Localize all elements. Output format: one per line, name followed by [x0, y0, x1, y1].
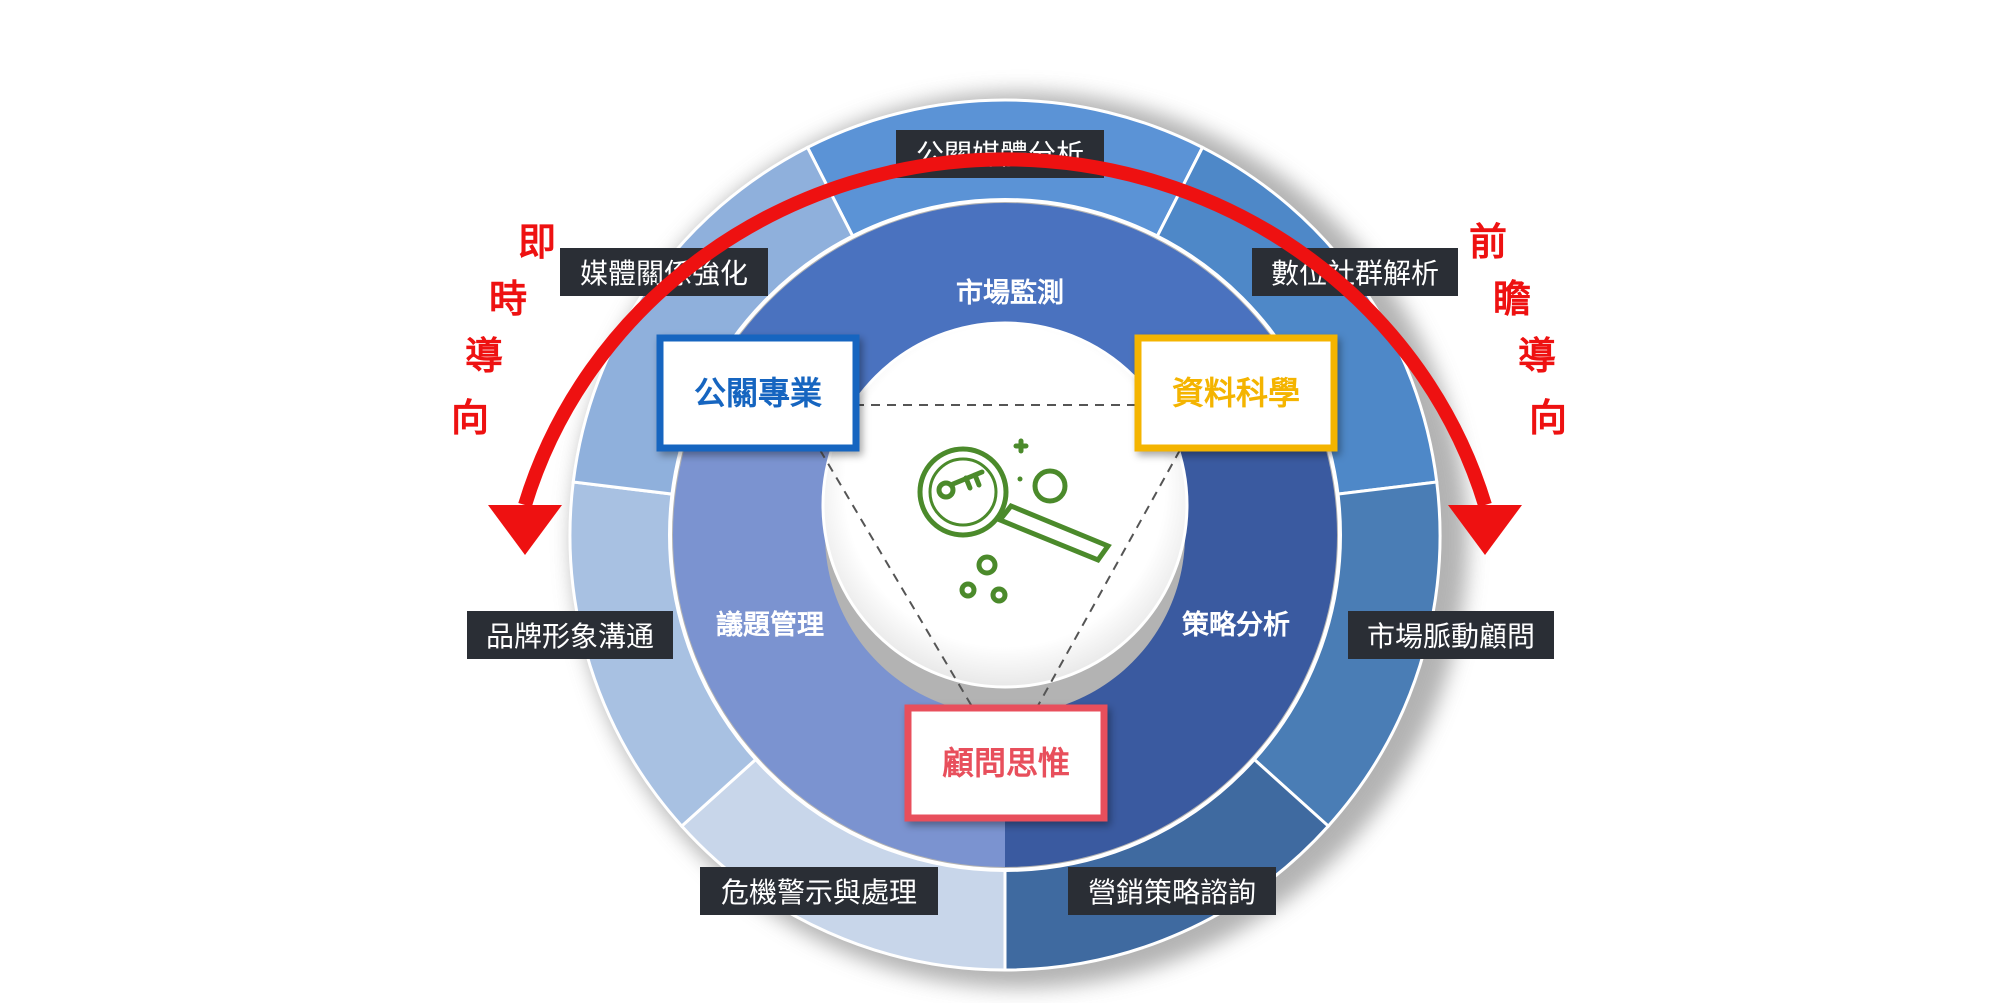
right-char-4: 向	[1529, 396, 1567, 440]
inner-label-issues: 議題管理	[716, 610, 824, 641]
svg-text:顧問思惟: 顧問思惟	[942, 744, 1070, 782]
outer-label-market-pulse: 市場脈動顧問	[1348, 611, 1554, 659]
right-char-1: 前	[1469, 220, 1507, 264]
svg-text:市場脈動顧問: 市場脈動顧問	[1367, 620, 1535, 653]
pillar-data-science: 資料科學	[1134, 334, 1338, 452]
svg-text:資料科學: 資料科學	[1172, 374, 1300, 412]
outer-label-crisis: 危機警示與處理	[700, 867, 938, 915]
red-arc-arrow	[488, 152, 1522, 555]
left-char-2: 時	[489, 277, 527, 321]
magnifier-key-icon	[917, 438, 1112, 604]
left-char-1: 即	[518, 220, 556, 264]
pillar-pr: 公關專業	[656, 334, 860, 452]
right-char-2: 瞻	[1493, 277, 1531, 321]
ring-seam	[668, 198, 1342, 872]
left-char-3: 導	[465, 334, 503, 378]
svg-text:數位社群解析: 數位社群解析	[1271, 257, 1439, 290]
right-char-3: 導	[1518, 334, 1556, 378]
left-arrow-caption: 即 時 導 向	[451, 220, 556, 440]
svg-text:公關專業: 公關專業	[694, 374, 822, 412]
left-char-4: 向	[451, 396, 489, 440]
inner-label-strategy: 策略分析	[1182, 609, 1290, 641]
svg-text:營銷策略諮詢: 營銷策略諮詢	[1088, 876, 1256, 909]
svg-text:品牌形象溝通: 品牌形象溝通	[486, 620, 654, 653]
svg-text:危機警示與處理: 危機警示與處理	[721, 876, 917, 909]
arrow-head-right-icon	[1448, 505, 1522, 555]
outer-label-brand: 品牌形象溝通	[467, 611, 673, 659]
right-arrow-caption: 前 瞻 導 向	[1469, 220, 1567, 440]
pillar-consulting: 顧問思惟	[904, 704, 1108, 822]
dashed-triangle	[819, 404, 1181, 721]
arrow-head-left-icon	[488, 505, 562, 555]
inner-label-monitor: 市場監測	[956, 277, 1064, 309]
outer-label-marketing: 營銷策略諮詢	[1068, 867, 1276, 915]
